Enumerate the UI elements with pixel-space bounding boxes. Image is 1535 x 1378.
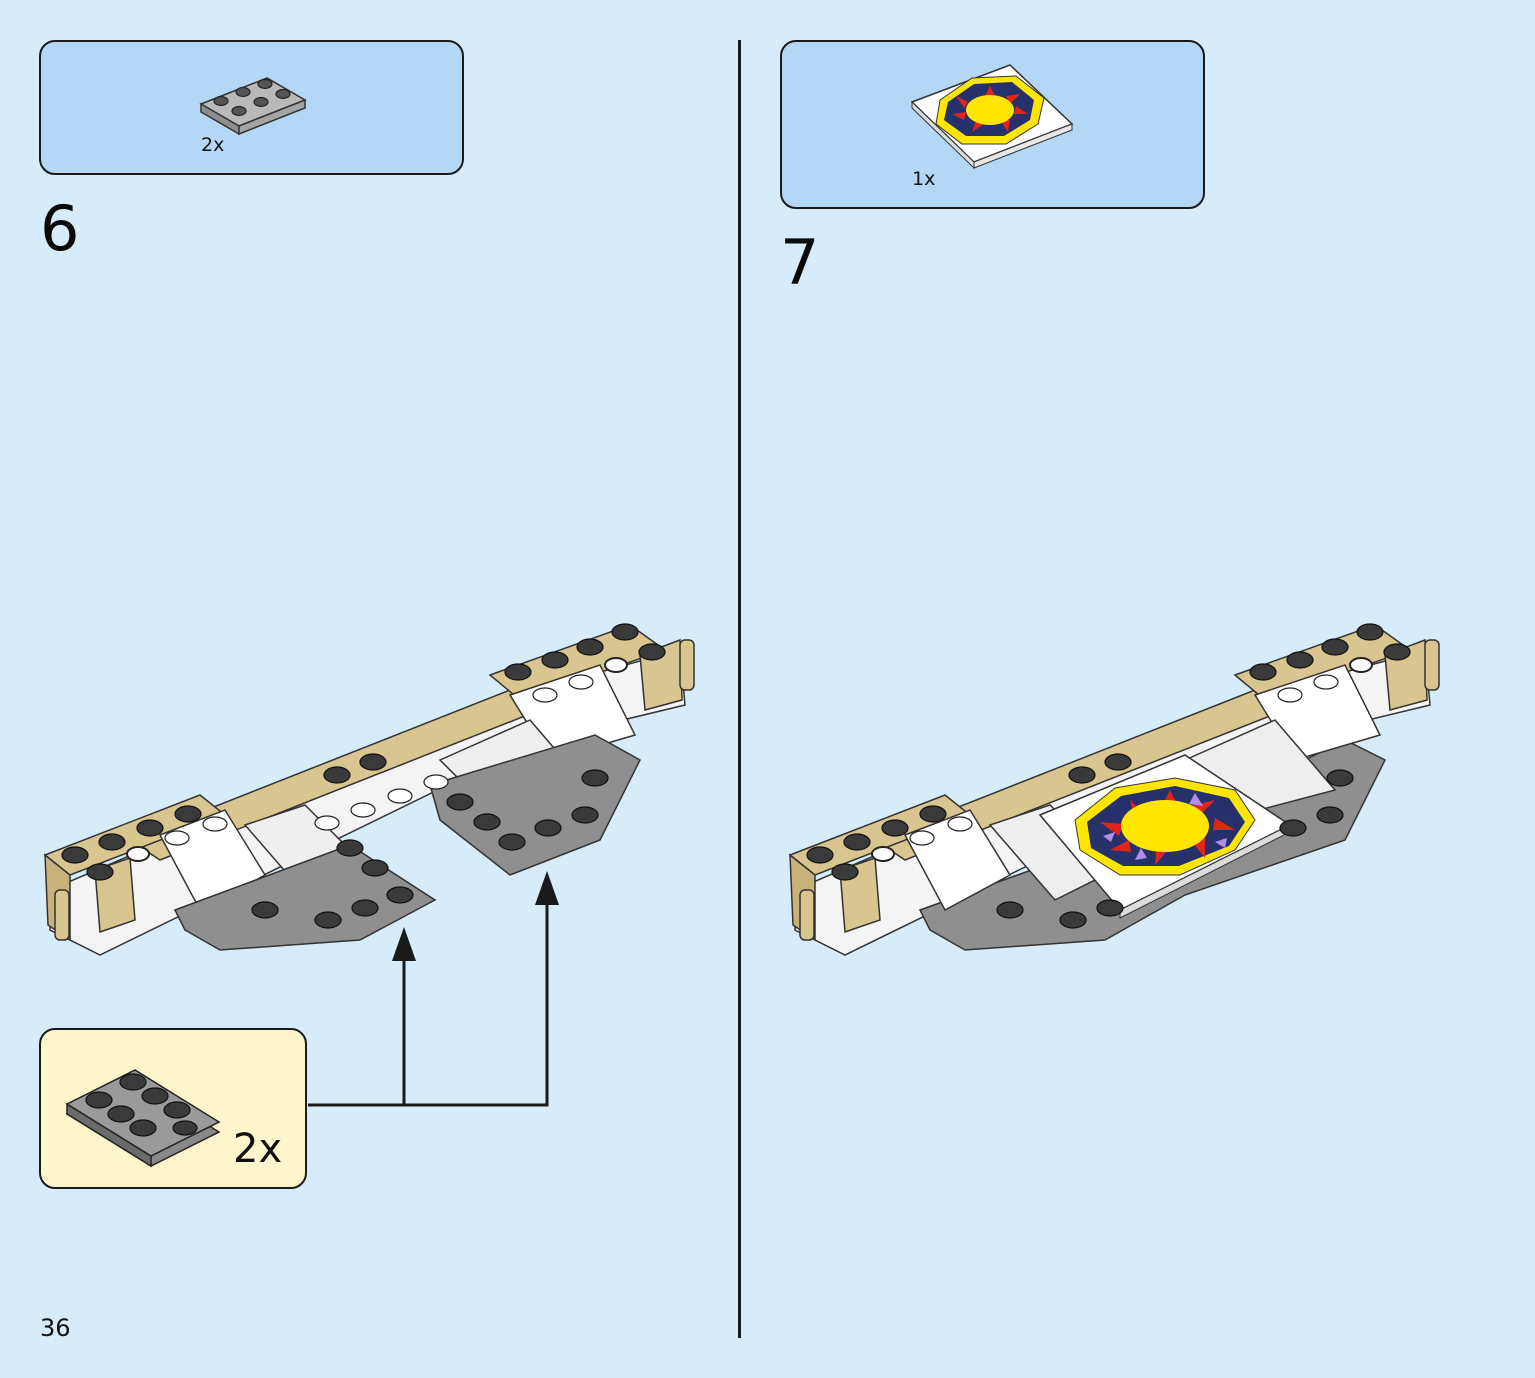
step-number: 6 <box>40 192 80 265</box>
printed-tile-sun-icon <box>910 64 1074 170</box>
gray-plate-2x3-icon <box>199 77 307 136</box>
page-number: 36 <box>40 1314 71 1342</box>
page-divider <box>738 40 741 1338</box>
step6-subassembly-box: 2x <box>39 1028 307 1189</box>
step7-parts-box: 1x <box>780 40 1205 209</box>
subassembly-qty: 2x <box>233 1126 283 1172</box>
dark-gray-plate-2x3-icon <box>65 1069 221 1168</box>
step-number: 7 <box>780 226 820 299</box>
step6-model <box>43 623 695 956</box>
step7-model <box>788 623 1440 956</box>
step6-parts-box: 2x <box>39 40 464 175</box>
part-qty: 1x <box>912 168 936 190</box>
placement-arrows <box>308 871 559 1107</box>
part-qty: 2x <box>201 134 225 156</box>
